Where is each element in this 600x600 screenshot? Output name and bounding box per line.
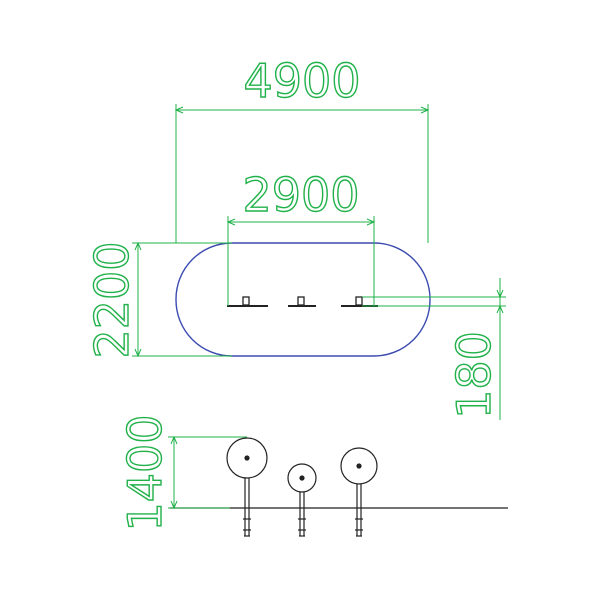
dimension-side-offset <box>362 278 506 420</box>
dimension-label-side-offset: 180 <box>447 331 501 419</box>
dimension-overall-width <box>132 241 232 358</box>
mount-mark <box>288 296 316 307</box>
dimension-label-height: 1400 <box>118 414 172 531</box>
dimension-label-overall-length: 4900 <box>243 54 360 108</box>
post <box>226 437 268 537</box>
dimension-inner-length <box>226 216 376 306</box>
dimension-height <box>168 435 247 510</box>
footprint-outline <box>175 242 431 357</box>
post <box>287 463 317 537</box>
plan-view <box>175 242 431 357</box>
elevation-view <box>170 437 508 537</box>
dimension-label-overall-width: 2200 <box>85 241 139 358</box>
post <box>340 447 378 537</box>
dimension-label-inner-length: 2900 <box>242 168 359 222</box>
mount-mark <box>341 296 378 307</box>
dimension-overall-length <box>174 104 430 243</box>
mount-mark <box>227 296 268 307</box>
